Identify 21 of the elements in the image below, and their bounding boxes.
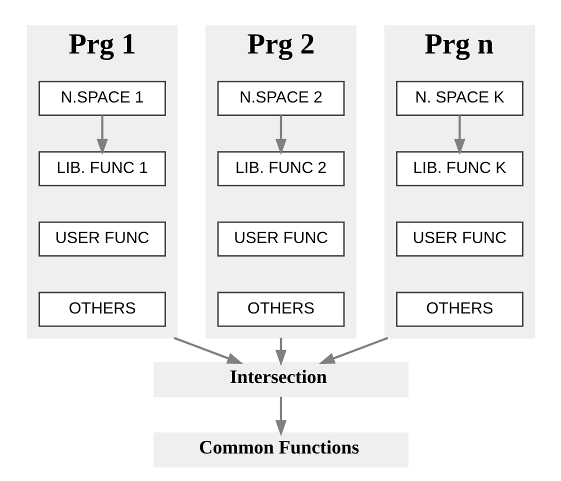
node-box: N.SPACE 1	[38, 80, 166, 116]
arrow	[274, 338, 286, 366]
node-box: LIB. FUNC 1	[38, 151, 166, 186]
node-box: USER FUNC	[396, 221, 523, 257]
node-box: N.SPACE 2	[216, 80, 344, 116]
node-box: OTHERS	[38, 292, 166, 327]
node-box: Intersection	[153, 362, 408, 398]
node-box: N. SPACE K	[396, 80, 523, 116]
arrow	[318, 336, 388, 364]
node-box: OTHERS	[216, 292, 344, 327]
arrow	[274, 396, 286, 436]
node-box: Common Functions	[153, 432, 408, 468]
node-box: USER FUNC	[216, 221, 344, 257]
arrow	[173, 336, 243, 364]
node-box: OTHERS	[396, 292, 523, 327]
arrow	[454, 116, 465, 156]
node-box: LIB. FUNC K	[396, 151, 523, 186]
node-box: LIB. FUNC 2	[216, 151, 344, 186]
arrow	[96, 116, 108, 156]
node-box: USER FUNC	[38, 221, 166, 257]
arrow	[274, 116, 286, 156]
